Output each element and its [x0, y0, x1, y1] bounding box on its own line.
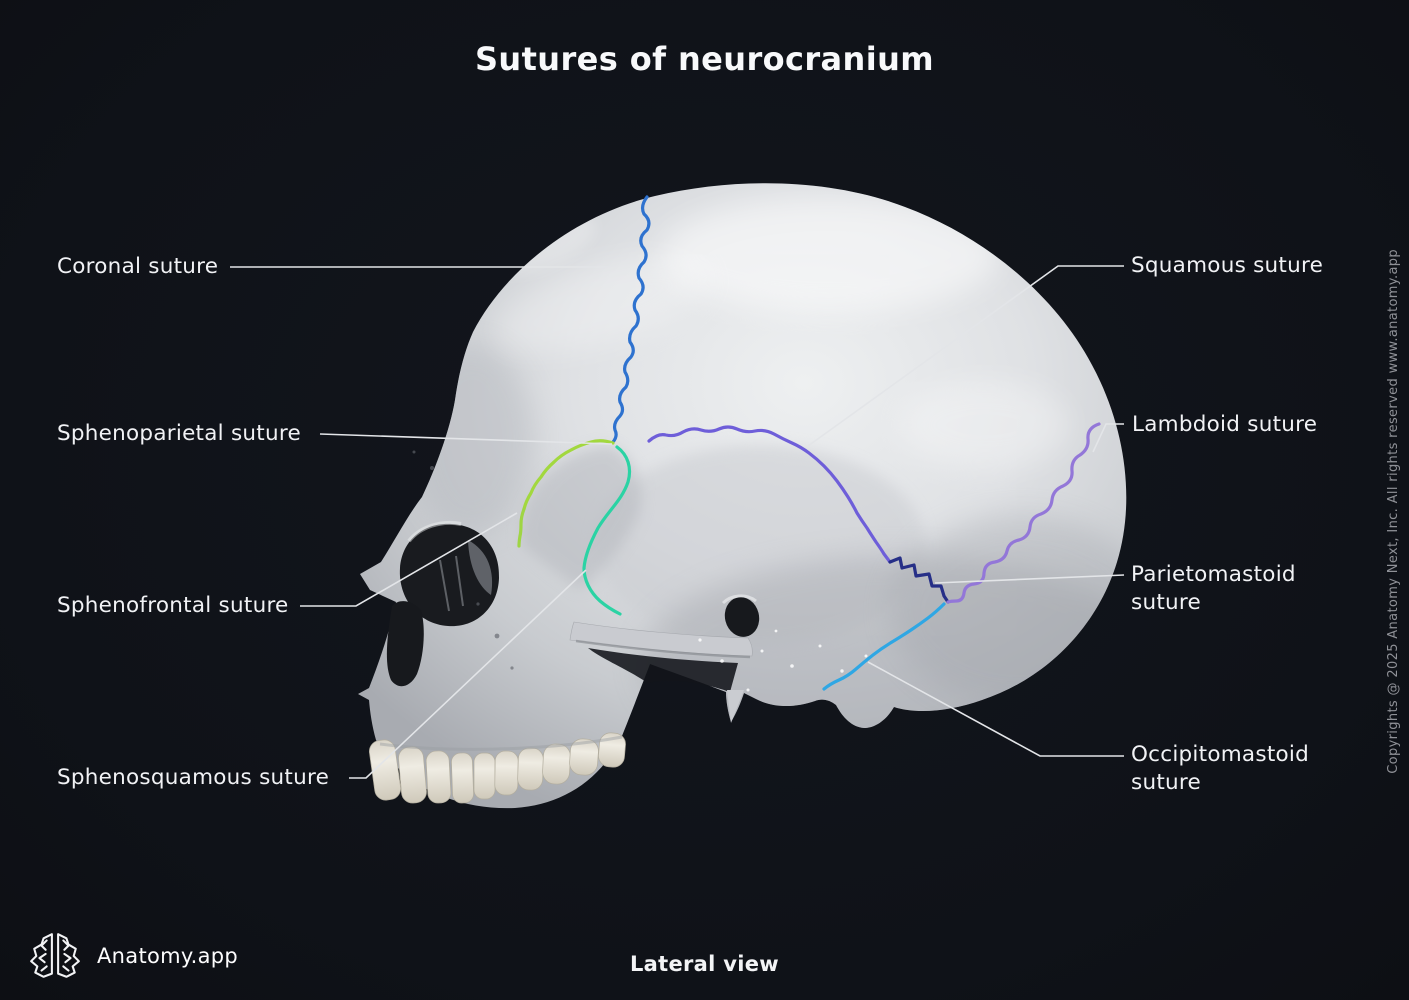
temporal-fossa-shade	[520, 446, 642, 590]
gloss-specks	[698, 629, 868, 692]
lambdoid-leader-line	[1092, 423, 1124, 453]
label-squamous-suture: Squamous suture	[1131, 253, 1324, 278]
styloid-process	[727, 690, 744, 723]
sphenofrontal-suture-line	[517, 507, 526, 548]
sphenoparietal-suture-line	[522, 439, 615, 511]
occipitomastoid-suture-line	[822, 602, 946, 691]
occipital-shade	[890, 515, 1127, 705]
squamous-leader-line	[807, 265, 1124, 447]
squamous-suture-line	[647, 425, 892, 564]
label-sphenosquamous-suture: Sphenosquamous suture	[57, 765, 330, 790]
skull-cranium	[358, 183, 1127, 809]
gum-line-shade	[379, 735, 623, 751]
brain-icon	[30, 933, 80, 978]
label-parietomastoid-suture: Parietomastoid suture	[1131, 562, 1296, 615]
bone-pores	[412, 450, 514, 670]
view-label: Lateral view	[629, 952, 779, 976]
gloss-highlight	[900, 380, 1070, 470]
sphenofrontal-leader-line	[300, 512, 518, 607]
gloss-highlight	[660, 197, 1000, 313]
lambdoid-suture-line	[946, 422, 1101, 604]
sphenoparietal-leader-line	[319, 433, 613, 445]
brand-logo: Anatomy.app	[28, 930, 238, 982]
sphenosquamous-leader-line	[349, 569, 587, 779]
eye-socket	[399, 521, 500, 627]
label-occipitomastoid-suture: Occipitomastoid suture	[1131, 742, 1310, 795]
page-title: Sutures of neurocranium	[474, 40, 935, 78]
nasal-aperture	[386, 601, 424, 687]
brand-name: Anatomy.app	[97, 944, 239, 968]
zygomatic-arch	[569, 621, 753, 692]
teeth	[369, 732, 626, 804]
sphenosquamous-suture-line	[582, 445, 632, 616]
occipitomastoid-leader-line	[867, 661, 1124, 757]
parietomastoid-suture-line	[888, 556, 950, 604]
label-lambdoid-suture: Lambdoid suture	[1132, 412, 1318, 437]
label-sphenofrontal-suture: Sphenofrontal suture	[57, 593, 289, 618]
parietomastoid-leader-line	[934, 574, 1125, 584]
coronal-suture-line	[611, 195, 651, 444]
ear-canal-icon	[721, 594, 760, 637]
label-coronal-suture: Coronal suture	[57, 254, 219, 279]
label-sphenoparietal-suture: Sphenoparietal suture	[57, 421, 301, 446]
gloss-highlight	[493, 256, 707, 354]
copyright-notice: Copyrights @ 2025 Anatomy Next, Inc. All…	[1385, 248, 1401, 774]
